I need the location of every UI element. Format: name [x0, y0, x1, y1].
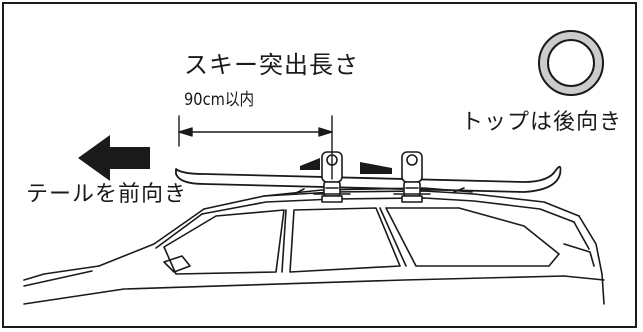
- forward-arrow-icon: [78, 135, 150, 181]
- car-ski-rack-illustration: [23, 30, 605, 305]
- tail-direction-label: テールを前向き: [26, 182, 188, 207]
- ski-protrusion-title: スキー突出長さ: [184, 51, 359, 79]
- roof-rails: [263, 187, 473, 197]
- tip-ring-icon: [538, 30, 604, 96]
- ski-bindings: [300, 158, 392, 174]
- tip-direction-label: トップは後向き: [461, 110, 623, 135]
- protrusion-dimension: [178, 115, 333, 180]
- ski: [175, 165, 562, 193]
- diagram-frame: スキー突出長さ 90cm以内 トップは後向き テールを前向き: [2, 2, 637, 328]
- ski-protrusion-limit: 90cm以内: [184, 90, 255, 110]
- car-body: [23, 190, 605, 305]
- ski-carrier-front: [393, 151, 431, 203]
